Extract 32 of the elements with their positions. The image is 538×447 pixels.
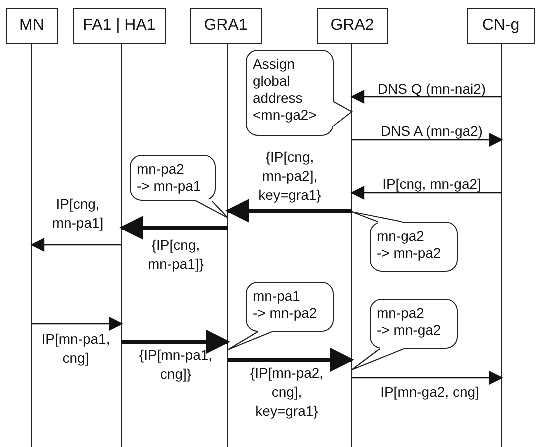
- participant-box: CN-g: [467, 8, 535, 44]
- callout-bubble: [130, 155, 216, 201]
- message-arrow: [350, 186, 502, 200]
- message-arrow: [120, 216, 228, 240]
- message-arrow: [228, 348, 354, 372]
- message-label: IP[mn-ga2, cng]: [380, 383, 480, 402]
- message-label: DNS Q (mn-nai2): [376, 80, 488, 99]
- message-arrow: [122, 330, 230, 354]
- message-arrow: [226, 199, 352, 223]
- message-label: {IP[cng, mn-pa2], key=gra1}: [258, 148, 322, 205]
- message-arrow: [30, 238, 122, 252]
- callout-bubble: [246, 50, 334, 136]
- message-arrow: [32, 317, 124, 331]
- callout-text: mn-pa2 -> mn-pa1: [137, 161, 202, 195]
- callout-text: mn-ga2 -> mn-pa2: [377, 228, 442, 262]
- participant-box: GRA1: [190, 8, 262, 44]
- message-arrow: [352, 133, 504, 147]
- message-label: DNS A (mn-ga2): [380, 122, 484, 141]
- participant-box: FA1 | HA1: [73, 8, 166, 44]
- message-label: IP[cng, mn-pa1]: [51, 195, 105, 233]
- callout-text: Assign global address <mn-ga2>: [253, 56, 318, 124]
- message-label: {IP[cng, mn-pa1]}: [146, 236, 206, 274]
- participant-box: MN: [6, 8, 58, 44]
- message-label: {IP[mn-pa1, cng]}: [138, 346, 214, 384]
- message-label: IP[mn-pa1, cng]: [40, 330, 112, 368]
- message-arrow: [352, 371, 504, 385]
- message-label: {IP[mn-pa2, cng], key=gra1}: [249, 364, 325, 421]
- message-arrow: [350, 90, 502, 104]
- callout-text: mn-pa2 -> mn-ga2: [377, 305, 442, 339]
- participant-box: GRA2: [317, 8, 388, 44]
- callout-text: mn-pa1 -> mn-pa2: [253, 288, 318, 322]
- message-label: IP[cng, mn-ga2]: [382, 175, 482, 194]
